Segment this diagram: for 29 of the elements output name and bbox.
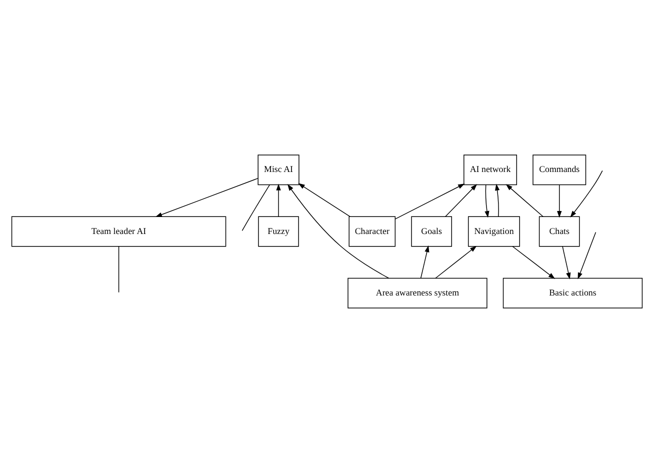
arrow xyxy=(276,183,281,216)
node-box: Fuzzy xyxy=(258,216,299,246)
arrow xyxy=(562,246,571,279)
arrow xyxy=(512,246,556,278)
node-box: AI network xyxy=(464,154,518,185)
arrow xyxy=(445,184,478,216)
arrow xyxy=(287,184,390,278)
arrow xyxy=(394,183,465,219)
arrow xyxy=(435,245,477,278)
arrow xyxy=(578,231,596,279)
arrow xyxy=(557,184,562,218)
node-box: Basic actions xyxy=(502,277,643,308)
arrow xyxy=(420,244,430,278)
node-box: Goals xyxy=(411,216,452,246)
node-box: Misc AI xyxy=(258,154,300,185)
node-box: Character xyxy=(348,216,396,246)
arrow xyxy=(570,170,603,217)
arrow xyxy=(155,177,258,216)
arrow xyxy=(484,184,490,218)
arrow xyxy=(494,183,500,216)
arrow xyxy=(298,182,350,216)
arrow xyxy=(506,184,544,216)
connector xyxy=(242,184,270,231)
node-box: Navigation xyxy=(468,216,520,246)
node-box: Area awareness system xyxy=(348,277,488,308)
node-box: Commands xyxy=(532,154,586,185)
node-box: Team leader AI xyxy=(11,216,226,246)
connector xyxy=(118,246,120,292)
node-box: Chats xyxy=(538,216,580,246)
